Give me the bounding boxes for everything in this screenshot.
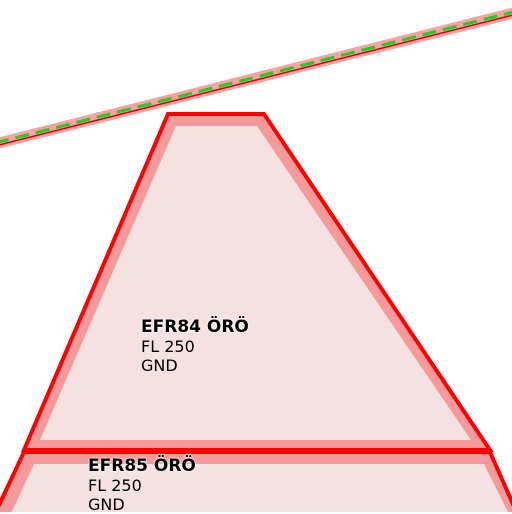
zone-name: EFR84 ÖRÖ: [141, 317, 249, 337]
zone-lower-limit: GND: [88, 495, 125, 514]
zone-upper-limit: FL 250: [141, 337, 195, 356]
zone-label-efr84: EFR84 ÖRÖ FL 250 GND: [141, 317, 249, 376]
zone-efr84[interactable]: [20, 112, 494, 452]
route-dash: [0, 10, 512, 144]
zone-upper-limit: FL 250: [88, 476, 142, 495]
zone-label-efr85: EFR85 ÖRÖ FL 250 GND: [88, 457, 196, 514]
zone-efr84-inner: [40, 126, 471, 440]
zone-name: EFR85 ÖRÖ: [88, 456, 196, 476]
route-line[interactable]: [0, 7, 512, 149]
zone-efr85-border: [0, 450, 512, 508]
route-line-core: [0, 14, 512, 146]
zone-efr85[interactable]: [0, 450, 512, 512]
zone-efr85-inner: [11, 464, 508, 512]
zone-lower-limit: GND: [141, 356, 178, 375]
